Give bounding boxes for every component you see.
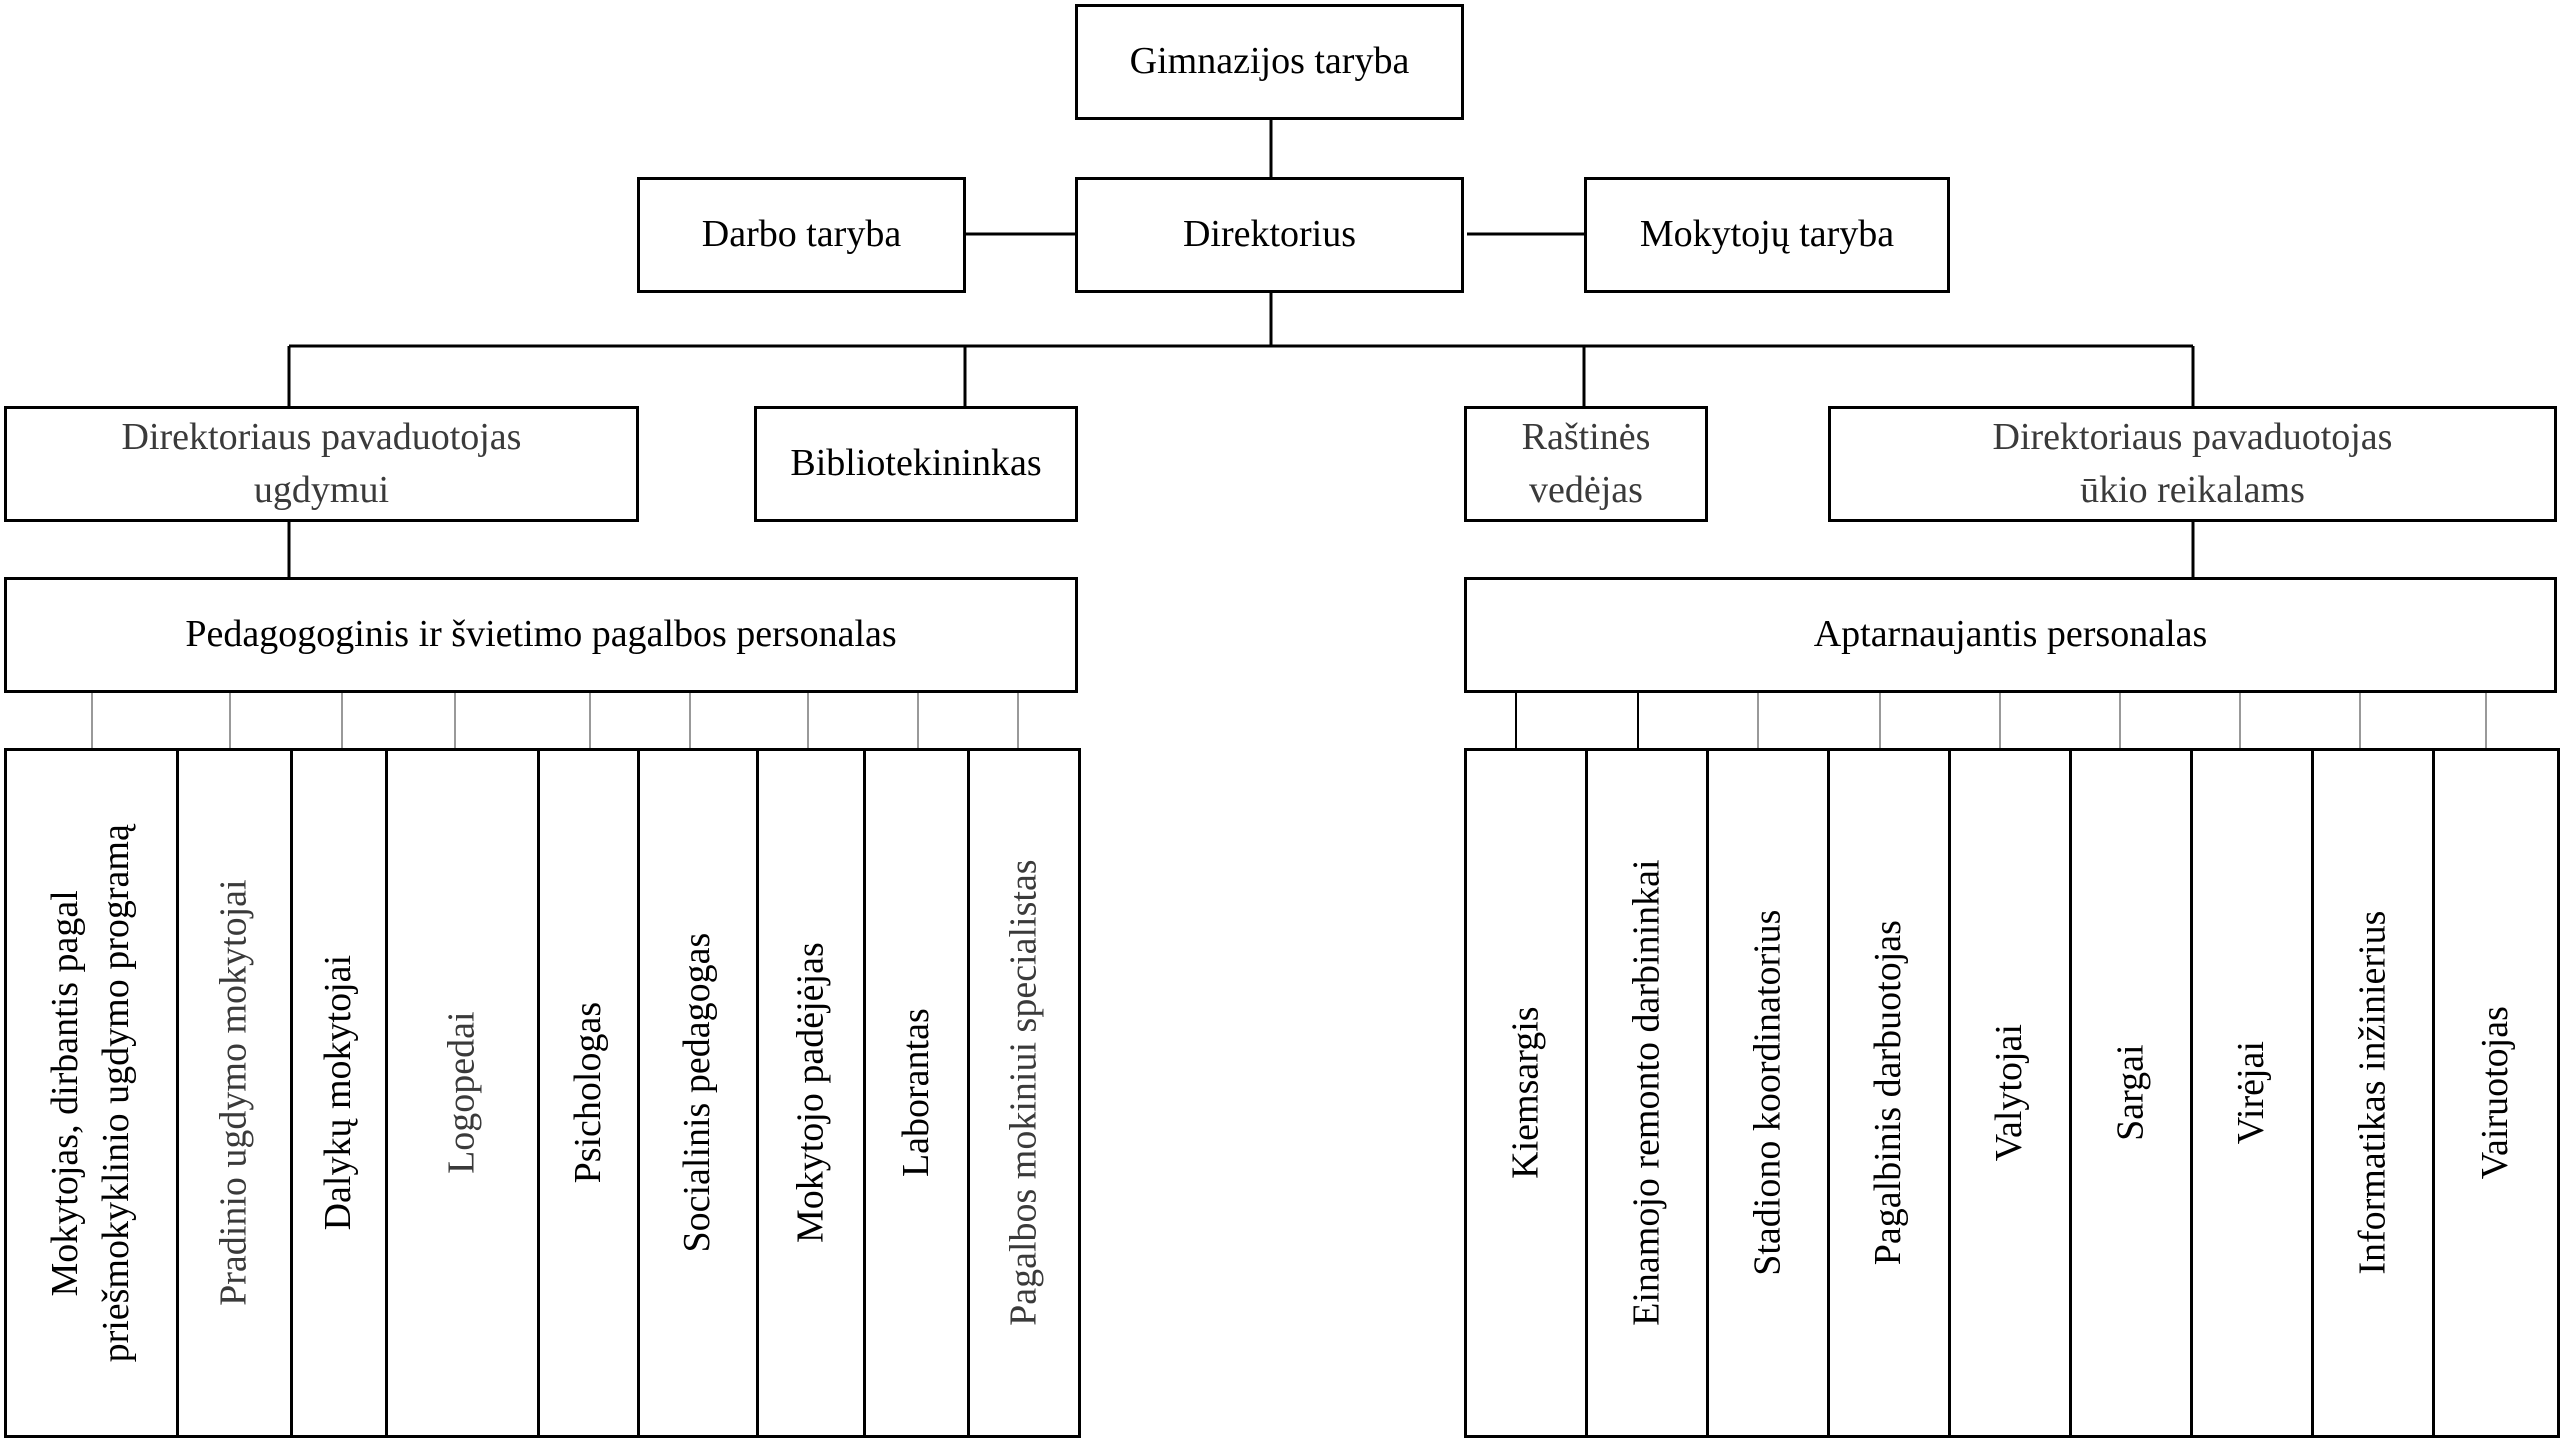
- deputy-education-line-2: ugdymui: [253, 469, 390, 511]
- pedagogical-role-label-line: priešmokyklinio ugdymo programą: [95, 823, 138, 1363]
- teachers-council-label: Mokytojų taryba: [1639, 213, 1895, 256]
- service-role-label: Vairuotojas: [2470, 1006, 2521, 1179]
- deputy-education-line-1: Direktoriaus pavaduotojas: [121, 415, 522, 458]
- service-role-column: Valytojai: [1948, 748, 2072, 1438]
- pedagogical-role-label-line: Laborantas: [894, 1008, 937, 1178]
- service-role-label: Informatikas inžinierius: [2347, 911, 2398, 1275]
- pedagogical-role-label: Psichologas: [563, 1002, 614, 1184]
- director-label: Direktorius: [1182, 213, 1357, 256]
- council-label: Gimnazijos taryba: [1129, 40, 1410, 83]
- teachers-council-box: Mokytojų taryba: [1584, 177, 1950, 293]
- director-box: Direktorius: [1075, 177, 1464, 293]
- office-head-line-2: vedėjas: [1529, 469, 1643, 511]
- pedagogical-role-label-line: Pradinio ugdymo mokytojai: [212, 879, 255, 1307]
- pedagogical-role-column: Mokytojo padėjėjas: [756, 748, 866, 1438]
- service-role-column: Pagalbinis darbuotojas: [1827, 748, 1951, 1438]
- service-role-column: Einamojo remonto darbininkai: [1585, 748, 1709, 1438]
- pedagogical-role-label-line: Mokytojas, dirbantis pagal: [44, 889, 87, 1297]
- service-role-column: Stadiono koordinatorius: [1706, 748, 1830, 1438]
- service-role-column: Vairuotojas: [2432, 748, 2560, 1438]
- pedagogical-role-label: Pagalbos mokiniui specialistas: [998, 860, 1049, 1327]
- service-role-label: Einamojo remonto darbininkai: [1621, 860, 1672, 1326]
- service-role-label-line: Einamojo remonto darbininkai: [1625, 859, 1668, 1327]
- pedagogical-role-label: Dalykų mokytojai: [313, 955, 364, 1230]
- pedagogical-role-label-line: Logopedai: [440, 1011, 483, 1175]
- service-role-label-line: Sargai: [2109, 1044, 2152, 1142]
- pedagogical-role-column: Socialinis pedagogas: [637, 748, 759, 1438]
- service-group-label: Aptarnaujantis personalas: [1813, 613, 2208, 656]
- pedagogical-role-label: Pradinio ugdymo mokytojai: [209, 880, 260, 1306]
- service-role-label-line: Vairuotojas: [2474, 1006, 2517, 1180]
- pedagogical-role-label-line: Mokytojo padėjėjas: [789, 942, 832, 1244]
- pedagogical-role-label: Logopedai: [437, 1012, 488, 1175]
- pedagogical-role-column: Laborantas: [863, 748, 970, 1438]
- service-role-column: Sargai: [2069, 748, 2193, 1438]
- pedagogical-group-box: Pedagogoginis ir švietimo pagalbos perso…: [4, 577, 1078, 693]
- pedagogical-role-label-line: Psichologas: [566, 1002, 609, 1184]
- service-role-label-line: Virėjai: [2230, 1041, 2273, 1145]
- service-group-box: Aptarnaujantis personalas: [1464, 577, 2557, 693]
- office-head-box: Raštinės vedėjas: [1464, 406, 1708, 522]
- deputy-economy-box: Direktoriaus pavaduotojas ūkio reikalams: [1828, 406, 2557, 522]
- work-council-box: Darbo taryba: [637, 177, 966, 293]
- librarian-label: Bibliotekininkas: [790, 442, 1042, 485]
- pedagogical-role-column: Psichologas: [537, 748, 640, 1438]
- pedagogical-role-label-line: Pagalbos mokiniui specialistas: [1002, 859, 1045, 1327]
- service-role-label-line: Pagalbinis darbuotojas: [1867, 920, 1910, 1266]
- service-role-column: Kiemsargis: [1464, 748, 1588, 1438]
- librarian-box: Bibliotekininkas: [754, 406, 1078, 522]
- pedagogical-role-label-line: Dalykų mokytojai: [317, 955, 360, 1231]
- service-role-label: Virėjai: [2226, 1041, 2277, 1144]
- pedagogical-role-column: Pradinio ugdymo mokytojai: [176, 748, 293, 1438]
- pedagogical-role-column: Logopedai: [385, 748, 540, 1438]
- pedagogical-group-label: Pedagogoginis ir švietimo pagalbos perso…: [185, 613, 897, 656]
- pedagogical-role-column: Dalykų mokytojai: [290, 748, 388, 1438]
- service-role-column: Virėjai: [2190, 748, 2314, 1438]
- service-role-label: Valytojai: [1984, 1024, 2035, 1161]
- deputy-education-box: Direktoriaus pavaduotojas ugdymui: [4, 406, 639, 522]
- service-role-column: Informatikas inžinierius: [2311, 748, 2435, 1438]
- service-role-label: Pagalbinis darbuotojas: [1863, 920, 1914, 1265]
- pedagogical-role-label: Laborantas: [891, 1009, 942, 1178]
- service-role-label: Stadiono koordinatorius: [1742, 910, 1793, 1276]
- service-role-label-line: Valytojai: [1988, 1024, 2031, 1162]
- service-role-label: Sargai: [2105, 1045, 2156, 1141]
- pedagogical-role-label: Mokytojo padėjėjas: [785, 943, 836, 1244]
- deputy-economy-line-1: Direktoriaus pavaduotojas: [1992, 415, 2393, 458]
- work-council-label: Darbo taryba: [701, 213, 902, 256]
- pedagogical-role-label: Socialinis pedagogas: [672, 933, 723, 1253]
- service-role-label-line: Kiemsargis: [1504, 1006, 1547, 1180]
- pedagogical-role-column: Pagalbos mokiniui specialistas: [967, 748, 1081, 1438]
- service-role-label: Kiemsargis: [1500, 1007, 1551, 1179]
- service-role-label-line: Informatikas inžinierius: [2351, 910, 2394, 1276]
- office-head-line-1: Raštinės: [1521, 415, 1651, 458]
- council-box: Gimnazijos taryba: [1075, 4, 1464, 120]
- service-role-label-line: Stadiono koordinatorius: [1746, 909, 1789, 1277]
- deputy-economy-line-2: ūkio reikalams: [2080, 469, 2305, 511]
- pedagogical-role-label-line: Socialinis pedagogas: [676, 933, 719, 1253]
